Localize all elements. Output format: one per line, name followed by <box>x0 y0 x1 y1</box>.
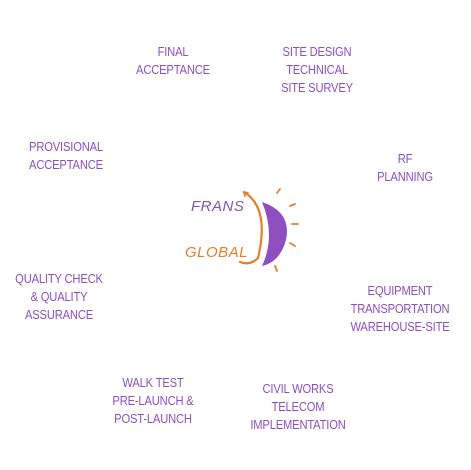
logo-mark-icon <box>238 188 299 272</box>
step-line: WAREHOUSE-SITE <box>350 319 450 334</box>
step-line: TELECOM <box>271 399 325 414</box>
logo-word-frans: FRANS <box>191 198 245 215</box>
step-walk-test: WALK TEST PRE-LAUNCH & POST-LAUNCH <box>107 374 200 428</box>
logo-word-global: GLOBAL <box>185 244 249 261</box>
step-line: POST-LAUNCH <box>114 411 192 426</box>
step-line: ACCEPTANCE <box>136 62 210 77</box>
step-rf-planning: RF PLANNING <box>366 150 443 186</box>
step-line: SITE DESIGN <box>282 44 352 59</box>
step-quality-check: QUALITY CHECK & QUALITY ASSURANCE <box>12 270 107 324</box>
step-line: WALK TEST <box>122 375 184 390</box>
step-line: PRE-LAUNCH & <box>112 393 194 408</box>
step-line: FINAL <box>157 44 189 59</box>
step-site-design: SITE DESIGN TECHNICAL SITE SURVEY <box>270 43 365 97</box>
step-line: & QUALITY <box>30 289 88 304</box>
step-line: TECHNICAL <box>286 62 348 77</box>
step-line: ASSURANCE <box>24 307 94 322</box>
step-provisional-acceptance: PROVISIONAL ACCEPTANCE <box>24 138 108 174</box>
step-final-acceptance: FINAL ACCEPTANCE <box>134 43 211 79</box>
step-line: ACCEPTANCE <box>29 157 103 172</box>
step-equipment: EQUIPMENT TRANSPORTATION WAREHOUSE-SITE <box>342 282 457 336</box>
step-civil-works: CIVIL WORKS TELECOM IMPLEMENTATION <box>246 380 351 434</box>
step-line: RF <box>397 151 413 166</box>
step-line: IMPLEMENTATION <box>250 417 346 432</box>
step-line: TRANSPORTATION <box>350 301 450 316</box>
step-line: QUALITY CHECK <box>15 271 103 286</box>
step-line: PROVISIONAL <box>29 139 103 154</box>
frans-global-logo: FRANS GLOBAL <box>180 180 310 280</box>
step-line: EQUIPMENT <box>367 283 433 298</box>
step-line: SITE SURVEY <box>281 80 353 95</box>
step-line: PLANNING <box>377 169 433 184</box>
step-line: CIVIL WORKS <box>262 381 334 396</box>
